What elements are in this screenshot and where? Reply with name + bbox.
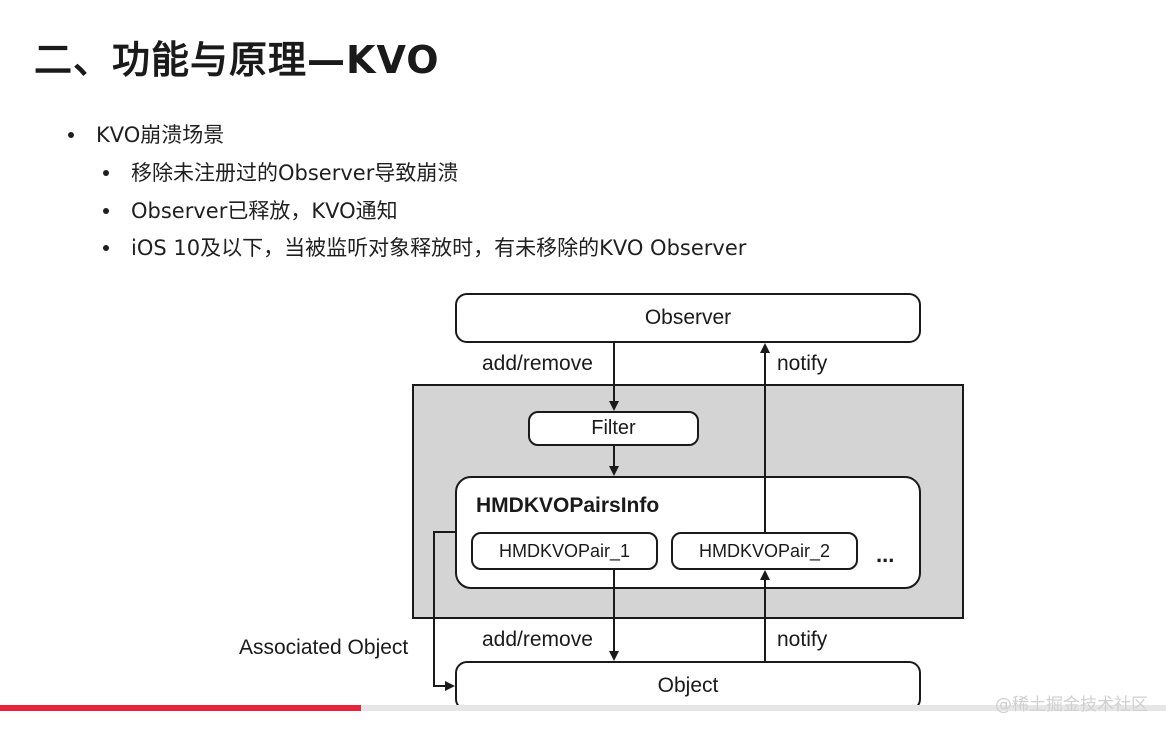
bullet-sub-3: iOS 10及以下，当被监听对象释放时，有未移除的KVO Observer <box>103 235 747 261</box>
bullet-main-text: KVO崩溃场景 <box>96 123 225 147</box>
bullet-sub-text: 移除未注册过的Observer导致崩溃 <box>131 161 459 185</box>
bullet-sub-text: iOS 10及以下，当被监听对象释放时，有未移除的KVO Observer <box>131 236 747 260</box>
video-progress-fill <box>0 705 362 711</box>
pair-1-box: HMDKVOPair_1 <box>471 532 658 570</box>
bullet-sub-1: 移除未注册过的Observer导致崩溃 <box>103 160 459 186</box>
pair-2-label: HMDKVOPair_2 <box>698 540 831 561</box>
bullet-dot <box>103 245 109 251</box>
ellipsis: ... <box>876 542 895 567</box>
notify-bottom-label: notify <box>777 628 828 651</box>
observer-label: Observer <box>644 306 732 329</box>
object-label: Object <box>657 674 719 697</box>
bullet-dot <box>68 132 74 138</box>
arrow-associated-object <box>433 531 455 691</box>
bullet-dot <box>103 170 109 176</box>
observer-box: Observer <box>455 293 921 343</box>
pair-1-label: HMDKVOPair_1 <box>498 540 631 561</box>
video-progress-bar[interactable] <box>0 705 1166 711</box>
bullet-sub-text: Observer已释放，KVO通知 <box>131 199 398 223</box>
watermark: @稀土掘金技术社区 <box>995 695 1148 715</box>
filter-box: Filter <box>528 411 699 446</box>
filter-label: Filter <box>591 417 636 439</box>
slide-title: 二、功能与原理—KVO <box>34 38 440 82</box>
add-remove-bottom-label: add/remove <box>482 628 593 651</box>
bullet-main: KVO崩溃场景 <box>68 122 225 148</box>
add-remove-top-label: add/remove <box>482 352 593 375</box>
associated-object-label: Associated Object <box>239 636 409 659</box>
notify-top-label: notify <box>777 352 828 375</box>
pair-2-box: HMDKVOPair_2 <box>671 532 858 570</box>
pairs-info-label: HMDKVOPairsInfo <box>476 494 660 517</box>
bullet-dot <box>103 208 109 214</box>
bullet-sub-2: Observer已释放，KVO通知 <box>103 198 398 224</box>
